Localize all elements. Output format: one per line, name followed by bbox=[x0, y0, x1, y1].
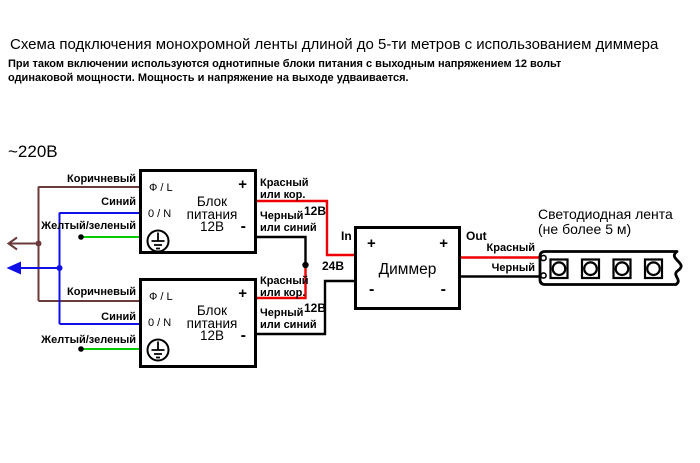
dimmer-box: + + Диммер - - bbox=[354, 226, 461, 310]
phase-terminal-label: Ф / L bbox=[149, 291, 173, 303]
blue-junction-dot bbox=[56, 265, 63, 271]
subtitle-line-1: При таком включении используются однотип… bbox=[8, 58, 562, 70]
series-junction-dot bbox=[302, 261, 309, 269]
page-subtitle: При таком включении используются однотип… bbox=[8, 58, 561, 85]
led-lens bbox=[551, 261, 567, 277]
psu-name: Блок питания 12В bbox=[174, 303, 250, 343]
wire-label-ground-top: Желтый/зеленый bbox=[41, 220, 136, 232]
bus-voltage-label: 24В bbox=[322, 259, 345, 273]
psu-bottom-red-wire-label: Красный или кор. bbox=[260, 275, 309, 299]
psu-top-red-wire-label: Красный или кор. bbox=[260, 177, 309, 201]
led-lens bbox=[583, 261, 598, 277]
ground-wire-bottom-dot bbox=[78, 346, 84, 352]
dimmer-out-red-label: Красный bbox=[486, 242, 535, 254]
wire-label-brown-bottom: Коричневый bbox=[67, 286, 136, 298]
psu-bottom-voltage-label: 12В bbox=[304, 301, 327, 315]
led-strip-title: Светодиодная лента (не более 5 м) bbox=[538, 207, 673, 236]
neutral-terminal-label: 0 / N bbox=[148, 208, 172, 220]
psu-top-black-wire-label: Черный или синий bbox=[260, 210, 317, 234]
psu-bottom-black-wire-label: Черный или синий bbox=[260, 307, 317, 331]
psu-minus-terminal: - bbox=[240, 218, 246, 235]
led-chips bbox=[549, 258, 664, 280]
dimmer-in-label: In bbox=[341, 229, 352, 243]
led-strip-title-line-2: (не более 5 м) bbox=[538, 220, 632, 237]
psu-bottom-minus-wire bbox=[255, 279, 355, 336]
neutral-terminal-label: 0 / N bbox=[148, 317, 172, 329]
power-supply-top: Ф / L + 0 / N Блок питания 12В - bbox=[139, 169, 257, 254]
brown-arrow-icon bbox=[6, 236, 18, 251]
wire-label-blue-top: Синий bbox=[101, 196, 136, 208]
psu-name-line-2: питания bbox=[186, 315, 238, 331]
psu-name-line-2: питания bbox=[186, 206, 238, 222]
power-supply-bottom: Ф / L + 0 / N Блок питания 12В - bbox=[139, 278, 257, 368]
led-strip bbox=[538, 250, 683, 286]
dimmer-out-label: Out bbox=[466, 229, 487, 243]
psu-plus-terminal: + bbox=[238, 285, 247, 302]
phase-terminal-label: Ф / L bbox=[149, 182, 173, 194]
earth-ground-icon bbox=[146, 229, 170, 253]
psu-name: Блок питания 12В bbox=[174, 194, 250, 234]
blue-arrow-icon bbox=[6, 261, 21, 275]
wire-label-brown-top: Коричневый bbox=[67, 173, 136, 185]
subtitle-line-2: одинаковой мощности. Мощность и напряжен… bbox=[8, 71, 409, 84]
dimmer-in-plus: + bbox=[367, 235, 376, 252]
psu-name-line-1: Блок bbox=[196, 194, 228, 209]
psu-top-plus-wire bbox=[255, 199, 355, 257]
psu-top-voltage-label: 12В bbox=[304, 204, 327, 218]
psu-name-line-1: Блок bbox=[196, 303, 228, 318]
psu-top-minus-wire bbox=[255, 235, 307, 266]
brown-junction-dot bbox=[35, 240, 42, 247]
led-lens bbox=[646, 261, 661, 277]
dimmer-out-plus: + bbox=[439, 235, 448, 252]
psu-bottom-plus-wire bbox=[255, 264, 307, 300]
dimmer-label: Диммер bbox=[378, 261, 437, 278]
ground-wire-top-dot bbox=[78, 234, 84, 240]
solder-pad-plus bbox=[540, 254, 547, 262]
dc-wires bbox=[255, 199, 541, 336]
wire-label-ground-bottom: Желтый/зеленый bbox=[41, 334, 136, 346]
led-lens bbox=[614, 261, 630, 277]
mains-voltage-label: ~220В bbox=[8, 142, 58, 161]
dimmer-in-minus: - bbox=[369, 281, 375, 298]
solder-pad-minus bbox=[540, 272, 547, 279]
psu-minus-terminal: - bbox=[240, 327, 246, 344]
psu-plus-terminal: + bbox=[238, 176, 247, 193]
psu-name-line-3: 12В bbox=[199, 328, 225, 343]
earth-ground-icon bbox=[146, 338, 170, 362]
dimmer-out-minus: - bbox=[440, 281, 446, 298]
mains-wires bbox=[6, 186, 140, 352]
dimmer-out-black-label: Черный bbox=[491, 262, 535, 274]
psu-name-line-3: 12В bbox=[199, 219, 225, 234]
led-strip-title-line-1: Светодиодная лента bbox=[538, 206, 673, 222]
page-title: Схема подключения монохромной ленты длин… bbox=[10, 36, 659, 53]
wire-label-blue-bottom: Синий bbox=[101, 311, 136, 323]
